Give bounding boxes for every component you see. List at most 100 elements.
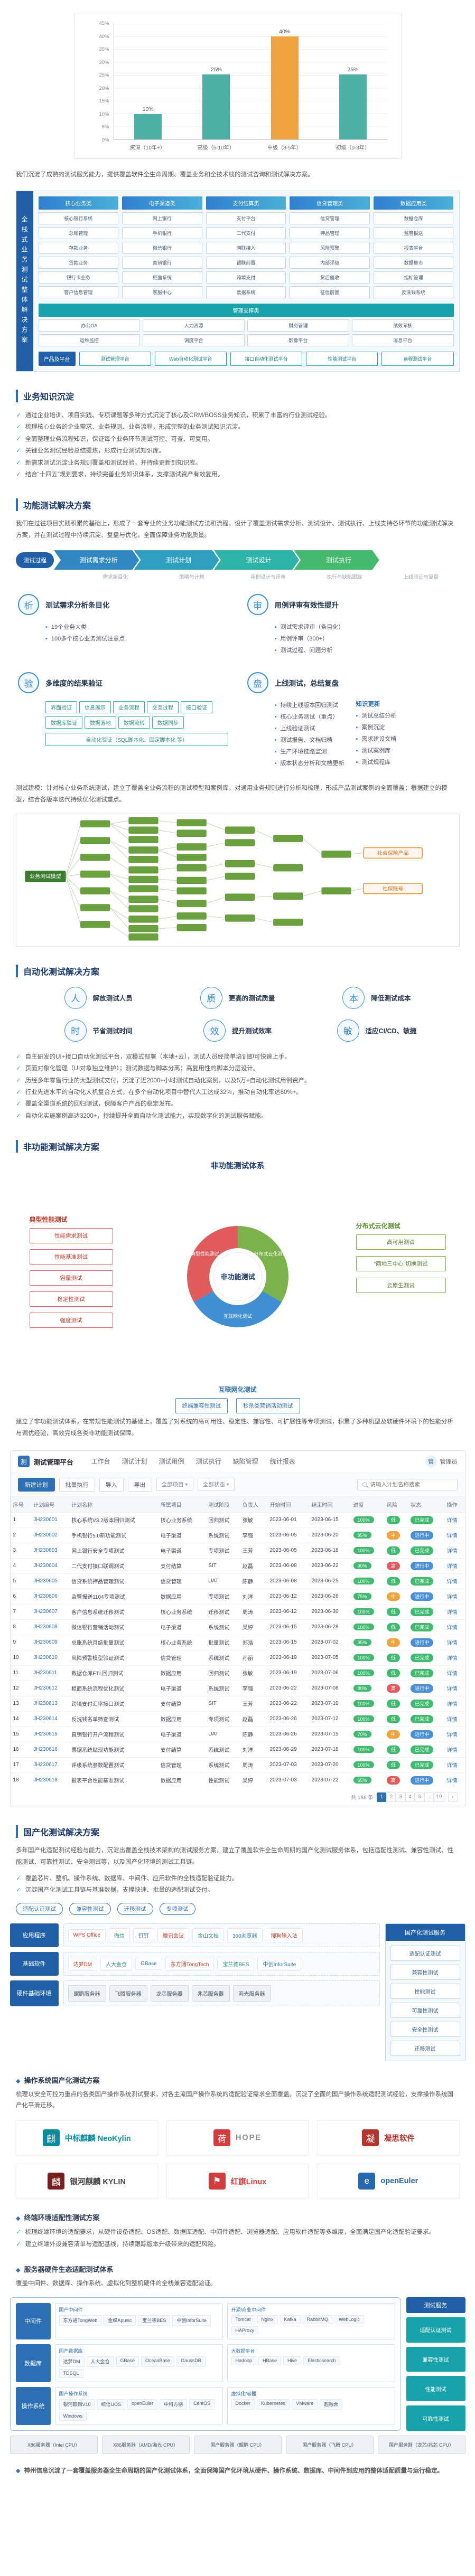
plan-code-link[interactable]: JH230603 [33, 1548, 58, 1554]
plan-code-link[interactable]: JH230612 [33, 1685, 58, 1692]
landscape-item: 监管报送 [373, 227, 454, 239]
plan-code-link[interactable]: JH230613 [33, 1701, 58, 1707]
landscape-item: 网上银行 [122, 212, 202, 224]
status-filter-select[interactable]: 全部状态 [197, 1478, 235, 1492]
search-input[interactable] [370, 1481, 452, 1488]
plan-code-link[interactable]: JH230602 [33, 1532, 58, 1539]
plan-code-link[interactable]: JH230618 [33, 1777, 58, 1784]
risk-badge: 高 [386, 1561, 400, 1570]
table-row[interactable]: 18 JH230618 报表平台性能基准测试 数据应用 性能测试 吴婷 2023… [10, 1772, 465, 1788]
plan-code-link[interactable]: JH230615 [33, 1731, 58, 1738]
table-row[interactable]: 6 JH230606 监管报送1104专项测试 数据应用 专项测试 刘洋 202… [10, 1588, 465, 1605]
table-row[interactable]: 13 JH230613 跨境支付汇率接口测试 支付结算 SIT 王芳 2023-… [10, 1695, 465, 1712]
table-row[interactable]: 16 JH230616 票据系统贴现功能测试 支付结算 系统测试 刘洋 2023… [10, 1741, 465, 1758]
platform-nav-item[interactable]: 缺陷管理 [232, 1457, 258, 1465]
detail-link[interactable]: 详情 [446, 1625, 458, 1631]
arch-row-label: 基础软件 [10, 1951, 59, 1976]
cell-end-date: 2023-07-06 [309, 1665, 351, 1681]
mindmap-branch-nodes [80, 817, 351, 941]
table-row[interactable]: 3 JH230603 网上银行安全专项测试 电子渠道 专项测试 王芳 2023-… [10, 1542, 465, 1559]
plan-code-link[interactable]: JH230607 [33, 1609, 58, 1615]
detail-link[interactable]: 详情 [446, 1518, 458, 1524]
detail-link[interactable]: 详情 [446, 1763, 458, 1769]
plan-code-link[interactable]: JH230611 [33, 1670, 58, 1676]
table-row[interactable]: 12 JH230612 柜面系统流程优化测试 电子渠道 系统测试 李强 2023… [10, 1680, 465, 1696]
table-row[interactable]: 2 JH230602 手机银行5.0新功能测试 电子渠道 系统测试 李强 202… [10, 1527, 465, 1543]
plan-code-link[interactable]: JH230608 [33, 1624, 58, 1630]
detail-link[interactable]: 详情 [446, 1686, 458, 1693]
mindmap-root-node [24, 870, 66, 882]
import-button[interactable]: 导入 [99, 1477, 124, 1492]
table-row[interactable]: 10 JH230610 风险预警模型验证测试 信贷管理 系统测试 孙丽 2023… [10, 1649, 465, 1666]
export-button[interactable]: 导出 [127, 1477, 152, 1492]
detail-link[interactable]: 详情 [446, 1640, 458, 1647]
detail-link[interactable]: 详情 [446, 1610, 458, 1616]
detail-link[interactable]: 详情 [446, 1702, 458, 1708]
detail-link[interactable]: 详情 [446, 1778, 458, 1785]
new-plan-button[interactable]: 新建计划 [17, 1477, 55, 1492]
cell-start-date: 2023-06-26 [267, 1711, 309, 1727]
table-row[interactable]: 15 JH230615 直销银行开户流程测试 电子渠道 UAT 陈静 2023-… [10, 1726, 465, 1742]
table-row[interactable]: 8 JH230608 微信银行营销活动测试 电子渠道 系统测试 吴婷 2023-… [10, 1619, 465, 1635]
plan-code-link[interactable]: JH230601 [33, 1517, 58, 1523]
page-number[interactable]: 19 [434, 1792, 444, 1802]
page-number[interactable]: … [424, 1792, 434, 1802]
platform-nav-item[interactable]: 测试计划 [122, 1457, 147, 1465]
table-row[interactable]: 14 JH230614 反洗钱名单筛查测试 数据应用 专项测试 赵磊 2023-… [10, 1711, 465, 1727]
next-page-button[interactable]: › [448, 1792, 458, 1802]
page-number[interactable]: 5 [415, 1792, 425, 1802]
plan-code-link[interactable]: JH230606 [33, 1593, 58, 1600]
cell-stage: 系统测试 [206, 1741, 240, 1758]
detail-link[interactable]: 详情 [446, 1579, 458, 1586]
detail-link[interactable]: 详情 [446, 1549, 458, 1555]
batch-execute-button[interactable]: 批量执行 [59, 1477, 95, 1492]
risk-badge: 低 [386, 1760, 400, 1769]
detail-link[interactable]: 详情 [446, 1717, 458, 1723]
platform-nav-item[interactable]: 统计报表 [269, 1457, 295, 1465]
plan-code-link[interactable]: JH230604 [33, 1563, 58, 1569]
platform-nav-item[interactable]: 测试执行 [195, 1457, 221, 1465]
cell-plan-name: 票据系统贴现功能测试 [69, 1741, 158, 1758]
landscape-item: 财务管理 [247, 319, 349, 332]
plan-code-link[interactable]: JH230616 [33, 1747, 58, 1753]
page-number[interactable]: 3 [396, 1792, 406, 1802]
services-title: 测试服务 [406, 2297, 465, 2313]
plan-code-link[interactable]: JH230614 [33, 1716, 58, 1722]
check-icon [16, 1063, 25, 1074]
verification-tag: 信息展示 [79, 701, 111, 714]
platform-user[interactable]: 管 管理员 [425, 1456, 458, 1468]
detail-link[interactable]: 详情 [446, 1594, 458, 1601]
platform-nav-item[interactable]: 测试用例 [159, 1457, 184, 1465]
detail-link[interactable]: 详情 [446, 1732, 458, 1739]
test-type-chip: 适配认证测试 [16, 1902, 63, 1915]
detail-link[interactable]: 详情 [446, 1748, 458, 1754]
table-row[interactable]: 11 JH230611 数据仓库ETL回归测试 数据应用 回归测试 张敏 202… [10, 1665, 465, 1681]
search-box[interactable] [357, 1478, 458, 1490]
project-filter-select[interactable]: 全部项目 [156, 1478, 193, 1492]
plan-code-link[interactable]: JH230617 [33, 1762, 58, 1768]
page-number[interactable]: 4 [405, 1792, 415, 1802]
detail-link[interactable]: 详情 [446, 1533, 458, 1540]
page-number[interactable]: 2 [386, 1792, 396, 1802]
table-row[interactable]: 1 JH230601 核心系统V3.2版本回归测试 核心业务系统 回归测试 张敏… [10, 1512, 465, 1528]
risk-badge: 高 [386, 1684, 400, 1693]
detail-link[interactable]: 详情 [446, 1671, 458, 1677]
page-number[interactable]: 1 [377, 1792, 387, 1802]
cell-no: 12 [10, 1680, 31, 1696]
plan-code-link[interactable]: JH230609 [33, 1639, 58, 1646]
plan-code-link[interactable]: JH230610 [33, 1655, 58, 1661]
table-row[interactable]: 4 JH230604 二代支付接口联调测试 支付结算 SIT 赵磊 2023-0… [10, 1558, 465, 1574]
cell-end-date: 2023-07-20 [309, 1757, 351, 1773]
table-row[interactable]: 17 JH230617 评级系统参数配置测试 信贷管理 系统测试 周涛 2023… [10, 1757, 465, 1773]
landscape-item: 银联前置 [206, 256, 286, 269]
table-row[interactable]: 5 JH230605 信贷系统押品管理测试 信贷管理 UAT 陈静 2023-0… [10, 1573, 465, 1589]
feature-icon: 效 [203, 1019, 226, 1042]
check-icon [16, 1087, 25, 1098]
cell-end-date: 2023-06-15 [309, 1512, 351, 1528]
table-row[interactable]: 9 JH230609 总账系统月结批量测试 核心业务系统 批量测试 郑浩 202… [10, 1634, 465, 1650]
plan-code-link[interactable]: JH230605 [33, 1578, 58, 1584]
platform-nav-item[interactable]: 工作台 [91, 1457, 110, 1465]
table-row[interactable]: 7 JH230607 客户信息系统迁移测试 核心业务系统 迁移测试 周涛 202… [10, 1603, 465, 1620]
detail-link[interactable]: 详情 [446, 1564, 458, 1570]
detail-link[interactable]: 详情 [446, 1656, 458, 1662]
